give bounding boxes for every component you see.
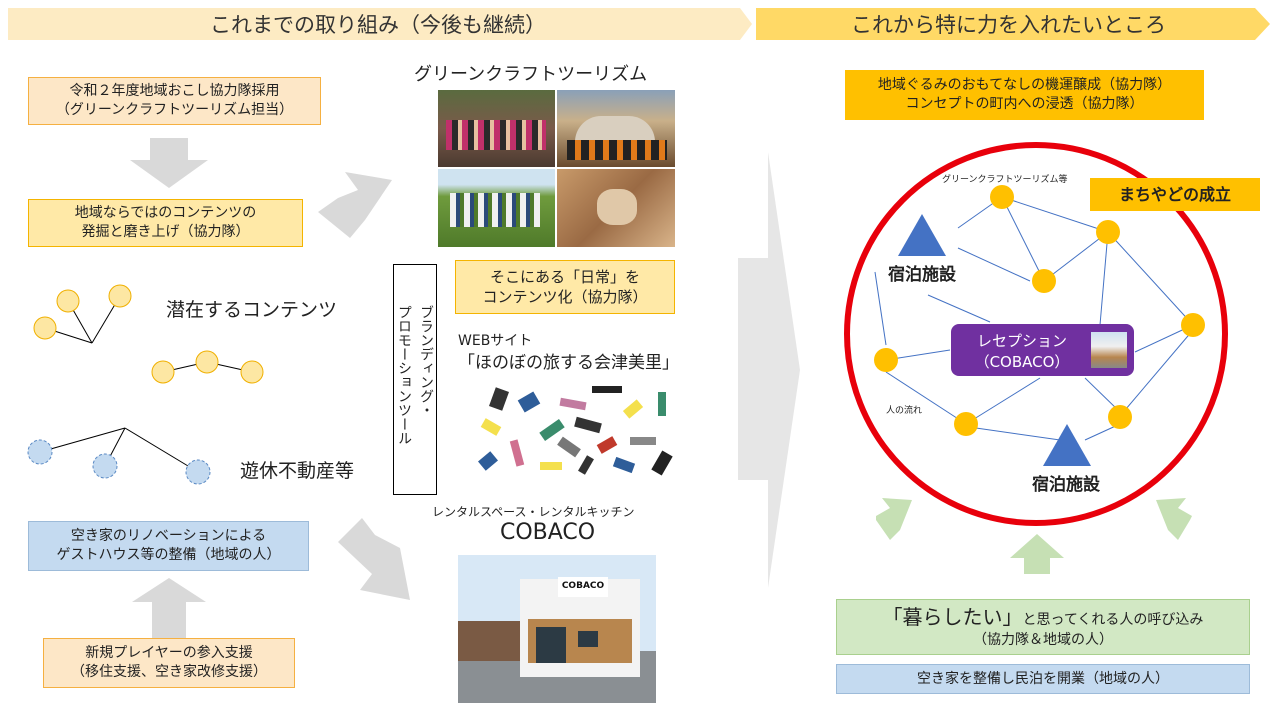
idle-node — [92, 453, 118, 479]
latent-node — [33, 316, 57, 340]
content-line1: 地域ならではのコンテンツの — [74, 205, 257, 222]
reception-photo — [1091, 332, 1127, 368]
reception-box: レセプション （COBACO） — [951, 324, 1134, 376]
network-node — [1096, 220, 1120, 244]
lodging-bottom-label: 宿泊施設 — [1032, 475, 1100, 495]
machiyado-box: まちやどの成立 — [1090, 178, 1260, 211]
down-arrow — [130, 138, 208, 188]
live-line1: 「暮らしたい」と思ってくれる人の呼び込み — [883, 604, 1204, 631]
diag-arrow-down — [338, 518, 410, 600]
hospitality-line2: コンセプトの町内への浸透（協力隊） — [905, 96, 1144, 112]
idle-realestate-label: 遊休不動産等 — [240, 460, 355, 482]
network-node — [1032, 269, 1056, 293]
gct-title: グリーンクラフトツーリズム — [414, 64, 648, 85]
gct-photo-grid — [438, 90, 675, 247]
reception-line2: （COBACO） — [974, 353, 1070, 371]
daily-line2: コンテンツ化（協力隊） — [482, 288, 648, 306]
gct-small-label: グリーンクラフトツーリズム等 — [942, 175, 1068, 185]
lodging-triangle-bottom — [1043, 424, 1091, 466]
photo-field — [438, 169, 555, 247]
player-line2: （移住支援、空き家改修支援） — [71, 664, 267, 680]
machiyado-ring — [844, 142, 1228, 526]
photo-group — [438, 90, 555, 167]
latent-contents-label: 潜在するコンテンツ — [166, 299, 338, 321]
shop-sign: COBACO — [561, 581, 605, 591]
network-node — [1181, 313, 1205, 337]
lodging-triangle-top — [898, 214, 946, 256]
idle-node — [27, 439, 53, 465]
cobaco-photo: COBACO — [458, 555, 656, 703]
reception-line1: レセプション — [976, 332, 1067, 350]
daily-box: そこにある「日常」を コンテンツ化（協力隊） — [455, 260, 675, 314]
network-node — [1108, 405, 1132, 429]
green-arrow-right — [1156, 498, 1192, 540]
minpaku-label: 空き家を整備し民泊を開業（地域の人） — [917, 670, 1169, 687]
branding-col2: プロモーションツール — [396, 305, 412, 445]
banner-left: これまでの取り組み（今後も継続） — [210, 13, 546, 37]
live-line2: （協力隊＆地域の人） — [973, 632, 1113, 649]
diag-arrow-up — [318, 172, 392, 238]
live-quote: 「暮らしたい」 — [882, 605, 1023, 630]
renov-line2: ゲストハウス等の整備（地域の人） — [56, 547, 281, 563]
photo-pottery — [557, 169, 675, 247]
people-flow-label: 人の流れ — [886, 406, 923, 416]
hospitality-box: 地域ぐるみのおもてなしの機運醸成（協力隊） コンセプトの町内への浸透（協力隊） — [845, 70, 1204, 120]
network-node — [874, 348, 898, 372]
live-rest: と思ってくれる人の呼び込み — [1022, 612, 1204, 629]
minpaku-box: 空き家を整備し民泊を開業（地域の人） — [836, 664, 1250, 694]
renovation-box: 空き家のリノベーションによる ゲストハウス等の整備（地域の人） — [28, 521, 309, 571]
up-arrow — [132, 578, 206, 638]
green-arrow-center — [1010, 534, 1064, 574]
idle-network — [39, 427, 199, 473]
latent-node — [56, 289, 80, 313]
hospitality-line1: 地域ぐるみのおもてなしの機運醸成（協力隊） — [877, 77, 1172, 94]
latent-node — [195, 350, 219, 374]
banner-left-shape — [8, 8, 1270, 40]
green-arrow-left — [876, 498, 912, 540]
big-right-arrow — [738, 152, 800, 588]
recruit-line2: （グリーンクラフトツーリズム担当） — [55, 102, 294, 118]
rental-label: レンタルスペース・レンタルキッチン — [432, 505, 635, 519]
web-blocks — [478, 386, 673, 476]
web-label: WEBサイト — [458, 333, 533, 349]
cobaco-title: COBACO — [500, 520, 596, 545]
daily-line1: そこにある「日常」を — [489, 267, 640, 286]
idle-node — [185, 459, 211, 485]
player-line1: 新規プレイヤーの参入支援 — [85, 645, 253, 662]
recruit-box: 令和２年度地域おこし協力隊採用 （グリーンクラフトツーリズム担当） — [28, 77, 321, 125]
renov-line1: 空き家のリノベーションによる — [70, 528, 267, 545]
latent-node — [240, 360, 264, 384]
live-box: 「暮らしたい」と思ってくれる人の呼び込み （協力隊＆地域の人） — [836, 599, 1250, 655]
latent-node — [108, 284, 132, 308]
branding-box: ブランディング・ プロモーションツール — [393, 264, 437, 495]
latent-node — [151, 360, 175, 384]
content-box: 地域ならではのコンテンツの 発掘と磨き上げ（協力隊） — [28, 199, 303, 247]
branding-col1: ブランディング・ — [418, 305, 434, 417]
content-line2: 発掘と磨き上げ（協力隊） — [81, 224, 250, 240]
network-node — [990, 185, 1014, 209]
network-node — [954, 412, 978, 436]
photo-shop — [557, 90, 675, 167]
player-box: 新規プレイヤーの参入支援 （移住支援、空き家改修支援） — [43, 638, 295, 688]
recruit-line1: 令和２年度地域おこし協力隊採用 — [69, 83, 280, 100]
web-name: 「ほのぼの旅する会津美里」 — [458, 353, 679, 373]
lodging-top-label: 宿泊施設 — [888, 265, 956, 285]
machiyado-label: まちやどの成立 — [1118, 184, 1231, 204]
banner-right: これから特に力を入れたいところ — [851, 13, 1166, 37]
